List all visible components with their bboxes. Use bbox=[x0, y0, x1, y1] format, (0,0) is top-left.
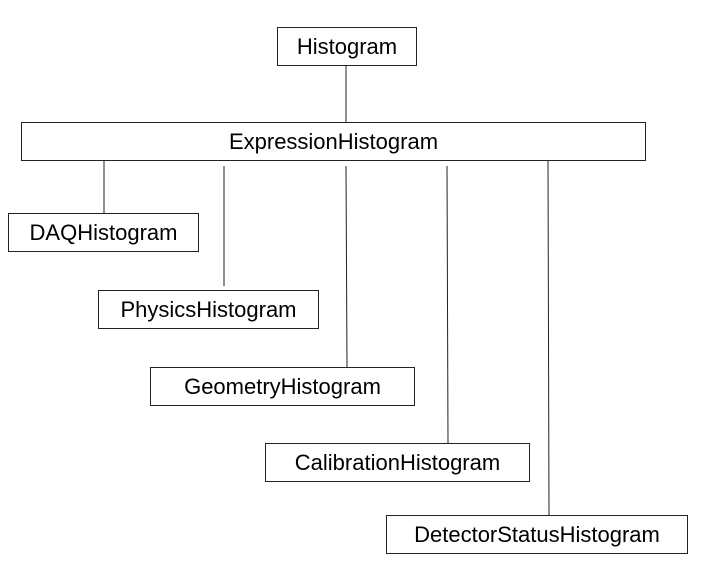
node-expression-histogram-label: ExpressionHistogram bbox=[228, 128, 439, 154]
node-histogram-label: Histogram bbox=[296, 33, 398, 59]
node-physics-histogram: PhysicsHistogram bbox=[98, 290, 319, 329]
node-expression-histogram: ExpressionHistogram bbox=[21, 122, 646, 161]
node-detector-status-histogram: DetectorStatusHistogram bbox=[386, 515, 688, 554]
connector-expression-to-calibration bbox=[446, 165, 449, 444]
node-detector-status-histogram-label: DetectorStatusHistogram bbox=[414, 521, 660, 547]
node-histogram: Histogram bbox=[277, 27, 417, 66]
node-daq-histogram-label: DAQHistogram bbox=[29, 219, 178, 245]
node-geometry-histogram: GeometryHistogram bbox=[150, 367, 415, 406]
node-calibration-histogram: CalibrationHistogram bbox=[265, 443, 530, 482]
connector-expression-to-geometry bbox=[345, 165, 348, 368]
node-physics-histogram-label: PhysicsHistogram bbox=[120, 296, 297, 322]
node-geometry-histogram-label: GeometryHistogram bbox=[184, 373, 381, 399]
connector-expression-to-detector-status bbox=[547, 160, 550, 516]
node-daq-histogram: DAQHistogram bbox=[8, 213, 199, 252]
node-calibration-histogram-label: CalibrationHistogram bbox=[294, 449, 501, 475]
